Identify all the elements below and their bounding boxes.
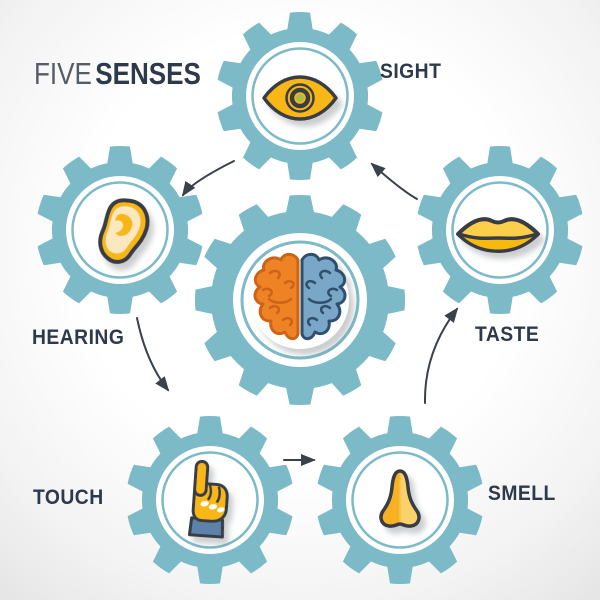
title-word-senses: SENSES: [95, 56, 201, 91]
brain-right-fold: [307, 297, 333, 304]
lips-mouth-line: [457, 232, 539, 241]
brain-right-fold: [305, 279, 317, 290]
arrow-smell-to-taste: [423, 307, 459, 404]
gear-brain: [194, 194, 406, 406]
hand-finger-line: [206, 484, 213, 501]
brain-left-fold: [283, 279, 295, 290]
brain-right-fold: [319, 304, 332, 315]
hand-knuckle-dot: [208, 504, 218, 510]
gear-smell-ring: [351, 451, 449, 549]
arrow-sight-to-hearing: [181, 160, 235, 197]
brain-left-fold: [267, 297, 293, 304]
gear-touch-ring: [161, 451, 259, 549]
arrow-taste-to-sight: [370, 162, 418, 200]
title-word-five: FIVE: [34, 56, 92, 91]
brain-icon: [251, 251, 349, 349]
brain-right-fold: [306, 316, 319, 327]
hand-knuckle-dot: [217, 507, 225, 513]
label-hearing: HEARING: [32, 326, 125, 349]
brain-left-fold: [268, 269, 281, 280]
lips-icon: [456, 217, 540, 253]
eye-icon: [262, 75, 338, 121]
ear-curl: [115, 213, 133, 236]
hand-index-finger: [193, 459, 210, 497]
hand-knuckle-dot: [200, 500, 209, 507]
gear-hearing-ring: [71, 181, 169, 279]
hand-finger-line: [215, 486, 222, 504]
brain-right-fold: [319, 269, 332, 280]
gear-smell: [317, 416, 483, 584]
gear-hearing: [37, 146, 203, 314]
ear-icon: [98, 198, 150, 264]
brain-left-fold: [261, 287, 273, 298]
hand-icon: [187, 459, 229, 539]
gear-taste: [417, 146, 583, 314]
label-sight: SIGHT: [380, 60, 442, 83]
label-smell: SMELL: [488, 482, 556, 505]
brain-right-fold: [327, 287, 339, 298]
label-taste: TASTE: [475, 323, 540, 346]
nose-icon: [379, 469, 421, 528]
label-touch: TOUCH: [33, 486, 104, 509]
lips-lower-lip: [461, 235, 535, 250]
gear-sight-ring: [251, 47, 349, 145]
gear-brain-ring: [240, 240, 360, 360]
nose-outline: [379, 469, 421, 528]
brain-right-group: [300, 252, 347, 341]
brain-left-fold: [268, 304, 281, 315]
brain-left-fold: [281, 316, 294, 327]
eye-pupil: [296, 94, 304, 102]
eye-iris-ring: [289, 87, 311, 109]
gear-taste-ring: [451, 181, 549, 279]
gear-touch: [127, 416, 293, 584]
arrow-hearing-to-touch: [136, 317, 170, 392]
gear-sight: [217, 12, 383, 180]
